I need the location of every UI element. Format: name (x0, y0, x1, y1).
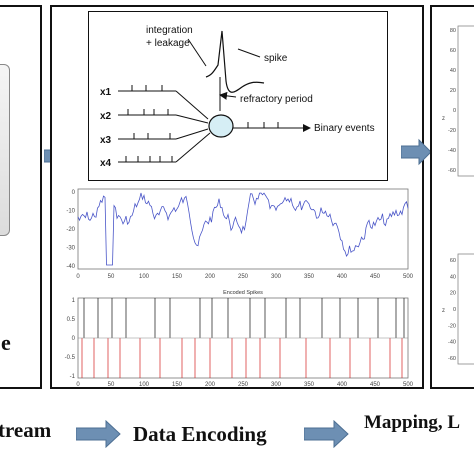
right-bottom-ytick-5: -40 (448, 340, 456, 346)
right-top-ytick-5: -20 (448, 128, 456, 134)
right-bottom-ytick-1: 40 (450, 274, 456, 280)
right-plot-top: 80 60 40 20 0 -20 -40 -60 z (442, 25, 474, 177)
signal-xtick-3: 150 (172, 274, 183, 280)
spike-ytick-3: -0.5 (65, 355, 76, 361)
right-bottom-ytick-4: -20 (448, 323, 456, 329)
neuron-cell (208, 114, 234, 138)
right-bottom-axis-label: z (442, 308, 445, 314)
left-partial-text: e (1, 330, 11, 355)
right-plot-bottom: 60 40 20 0 -20 -40 -60 z (442, 253, 474, 365)
arrow-middle-to-right (401, 138, 432, 166)
spike-xtick-7: 350 (304, 382, 315, 388)
label-stream: tream (0, 418, 52, 442)
leakage-label: + leakage (146, 38, 190, 49)
spike-plot-title: Encoded Spikes (223, 290, 263, 296)
signal-line (77, 192, 409, 266)
arrow-encoding-to-mapping (304, 420, 349, 448)
right-top-ytick-4: 0 (453, 108, 456, 114)
right-top-ytick-7: -60 (448, 168, 456, 174)
signal-ytick-4: -40 (66, 264, 75, 270)
spike-xtick-0: 0 (76, 382, 80, 388)
signal-ytick-3: -30 (66, 246, 75, 252)
input-x3: x3 (100, 135, 112, 146)
spike-xtick-9: 450 (370, 382, 381, 388)
signal-xtick-6: 300 (271, 274, 282, 280)
spike-plot: Encoded Spikes 1 0.5 0 -0.5 -1 0 50 100 150 200 2… (65, 290, 414, 388)
signal-xtick-2: 100 (139, 274, 150, 280)
input-x4: x4 (100, 158, 112, 169)
spike-ytick-0: 1 (72, 298, 76, 304)
binary-events-label: Binary events (314, 123, 375, 134)
spike-xtick-5: 250 (238, 382, 249, 388)
spike-xtick-3: 150 (172, 382, 183, 388)
spike-ytick-2: 0 (72, 336, 76, 342)
input-x1: x1 (100, 87, 112, 98)
spike-xtick-6: 300 (271, 382, 282, 388)
spike-xtick-1: 50 (108, 382, 115, 388)
spike-xtick-4: 200 (205, 382, 216, 388)
spike-ytick-4: -1 (70, 374, 76, 380)
signal-xtick-0: 0 (76, 274, 80, 280)
right-top-ytick-2: 40 (450, 68, 456, 74)
signal-xtick-4: 200 (205, 274, 216, 280)
signal-xtick-10: 500 (403, 274, 414, 280)
signal-plot: 0 -10 -20 -30 -40 0 50 100 150 200 250 300 350 400 45… (66, 188, 414, 280)
spike-xtick-10: 500 (403, 382, 414, 388)
label-mapping: Mapping, L (364, 412, 461, 433)
signal-xtick-8: 400 (337, 274, 348, 280)
spike-xtick-2: 100 (139, 382, 150, 388)
left-inner-box (0, 64, 10, 236)
right-bottom-ytick-2: 20 (450, 291, 456, 297)
right-bottom-ytick-6: -60 (448, 356, 456, 362)
signal-xtick-1: 50 (108, 274, 115, 280)
neuron-diagram: integration + leakage spike refractory p… (100, 25, 375, 169)
spike-ytick-1: 0.5 (67, 317, 76, 323)
label-data-encoding: Data Encoding (133, 422, 267, 446)
right-top-ytick-3: 20 (450, 88, 456, 94)
input-x2: x2 (100, 111, 112, 122)
signal-xtick-7: 350 (304, 274, 315, 280)
signal-ytick-1: -10 (66, 209, 75, 215)
right-top-axis-label: z (442, 116, 445, 122)
neuron-diagram-box (88, 11, 388, 181)
right-top-ytick-1: 60 (450, 48, 456, 54)
spike-xtick-8: 400 (337, 382, 348, 388)
signal-ytick-2: -20 (66, 227, 75, 233)
spike-label: spike (264, 53, 288, 64)
refractory-label: refractory period (240, 94, 313, 105)
right-bottom-ytick-3: 0 (453, 307, 456, 313)
integration-label: integration (146, 25, 193, 36)
arrow-stream-to-encoding (76, 420, 121, 448)
right-bottom-ytick-0: 60 (450, 258, 456, 264)
right-top-ytick-6: -40 (448, 148, 456, 154)
signal-ytick-0: 0 (72, 190, 76, 196)
signal-xtick-9: 450 (370, 274, 381, 280)
right-top-ytick-0: 80 (450, 28, 456, 34)
signal-xtick-5: 250 (238, 274, 249, 280)
